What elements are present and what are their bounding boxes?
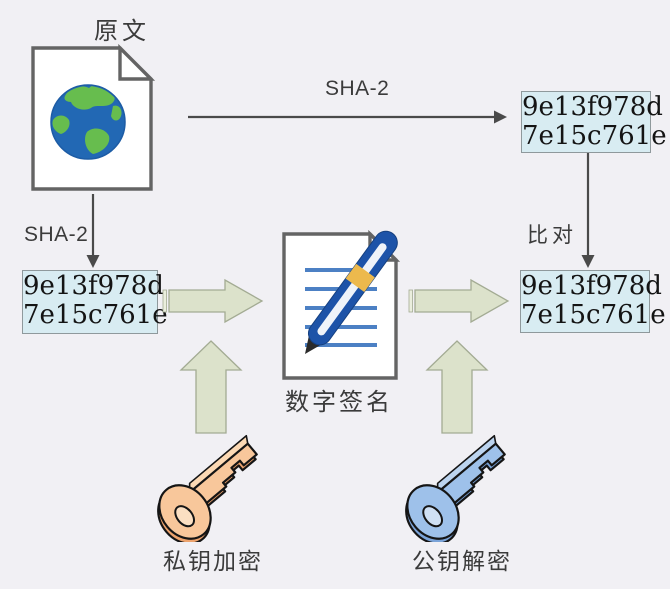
hash-box-left: 9e13f978d 7e15c761e	[22, 270, 168, 334]
sha2-arrow-left	[86, 194, 100, 268]
sha2-label-top: SHA-2	[325, 77, 390, 100]
original-doc-label: 原文	[94, 18, 150, 45]
compare-arrow	[581, 153, 595, 268]
encrypt-flow-arrow	[162, 278, 264, 324]
hash-value-line: 7e15c761e	[23, 300, 168, 330]
hash-value-line: 9e13f978d	[521, 271, 662, 301]
hash-value-line: 7e15c761e	[522, 121, 667, 151]
private-key-label: 私钥加密	[163, 548, 263, 574]
sha2-label-left: SHA-2	[24, 223, 89, 246]
signed-document-icon	[282, 229, 401, 380]
hash-value-line: 7e15c761e	[521, 300, 666, 330]
hash-value-line: 9e13f978d	[23, 271, 164, 301]
compare-label: 比对	[527, 224, 577, 247]
pen-icon	[305, 230, 398, 354]
private-key-up-arrow	[179, 340, 243, 434]
public-key-label: 公钥解密	[412, 548, 512, 574]
globe-icon	[50, 84, 126, 160]
hash-box-top-right: 9e13f978d 7e15c761e	[521, 91, 667, 153]
private-key-icon	[157, 434, 258, 542]
public-key-icon	[405, 434, 506, 542]
signature-label: 数字签名	[285, 389, 393, 416]
decrypt-flow-arrow	[408, 278, 510, 324]
hash-value-line: 9e13f978d	[522, 92, 663, 122]
hash-box-bottom-right: 9e13f978d 7e15c761e	[520, 270, 666, 333]
globe-document-icon	[31, 44, 156, 191]
public-key-up-arrow	[425, 340, 489, 434]
sha2-arrow-top	[188, 110, 507, 124]
